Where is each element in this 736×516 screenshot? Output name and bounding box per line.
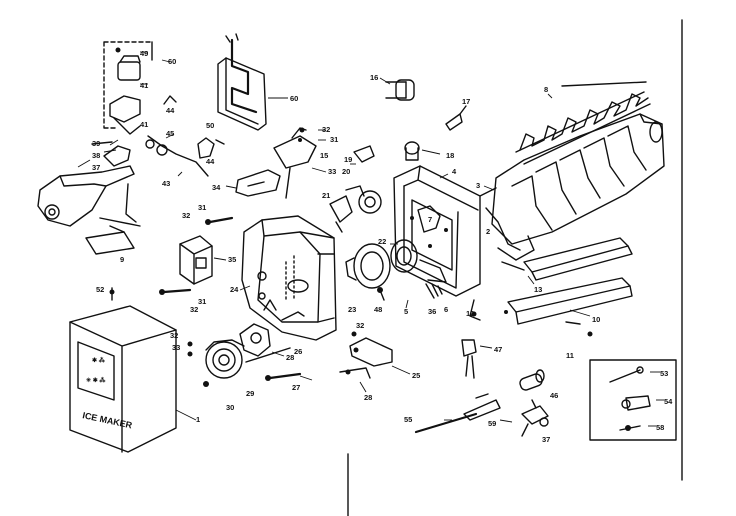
part-label-42: 41: [140, 120, 148, 129]
part-label-24: 24: [230, 285, 239, 294]
part-label-31b: 31: [198, 203, 206, 212]
part-label-38: 38: [92, 151, 100, 160]
part-labels: 49 60 41 44 41 45 39 38 37 43 50 44 9 60…: [92, 49, 673, 444]
part-label-33: 33: [328, 167, 336, 176]
part-label-36: 36: [428, 307, 436, 316]
ice-maker-cover: ✱ ⁂ ✳ ✱ ⁂ ICE MAKER: [69, 305, 197, 453]
part-label-16: 16: [370, 73, 378, 82]
ice-maker-label: ICE MAKER: [82, 410, 134, 430]
fill-tube-group: [353, 77, 467, 163]
motor-housing: [239, 215, 337, 341]
part-label-18: 18: [446, 151, 454, 160]
part-label-54: 54: [664, 397, 673, 406]
part-label-5: 5: [404, 307, 408, 316]
part-label-37b: 37: [542, 435, 550, 444]
switch-bracket-group: [103, 41, 171, 135]
mold-support: [393, 165, 481, 309]
part-label-58: 58: [656, 423, 664, 432]
part-label-15: 15: [320, 151, 328, 160]
switch-block: [179, 235, 227, 285]
part-label-52: 52: [96, 285, 104, 294]
part-label-44: 44: [166, 106, 175, 115]
part-label-60: 60: [168, 57, 176, 66]
part-label-47: 47: [494, 345, 502, 354]
part-label-33b: 33: [172, 343, 180, 352]
part-label-21: 21: [322, 191, 330, 200]
spacer-and-gears: [329, 163, 418, 301]
thermostat-group: [225, 127, 327, 199]
part-label-12: 12: [466, 309, 474, 318]
part-label-48: 48: [374, 305, 382, 314]
gear-cam-assembly: [187, 299, 313, 387]
part-label-30: 30: [226, 403, 234, 412]
part-label-25: 25: [412, 371, 420, 380]
fill-cup-housing: [37, 139, 141, 255]
part-label-26: 26: [294, 347, 302, 356]
inset-box: [589, 359, 677, 441]
part-label-46: 46: [550, 391, 558, 400]
part-label-11: 11: [566, 351, 574, 360]
shutoff-bracket: [339, 331, 411, 393]
part-label-39: 39: [92, 139, 100, 148]
part-label-2: 2: [486, 227, 490, 236]
part-label-7: 7: [428, 215, 432, 224]
part-label-37: 37: [92, 163, 100, 172]
part-label-20: 20: [342, 167, 350, 176]
part-label-32d: 32: [170, 331, 178, 340]
heater-bar: [469, 237, 633, 337]
part-label-32b: 32: [182, 211, 190, 220]
wiring-plate: [217, 33, 288, 131]
part-label-41: 41: [140, 81, 148, 90]
part-label-34: 34: [212, 183, 221, 192]
screws-left: [109, 216, 234, 301]
part-label-45: 45: [166, 129, 174, 138]
part-label-55: 55: [404, 415, 412, 424]
part-label-31c: 31: [198, 297, 206, 306]
part-label-8: 8: [544, 85, 548, 94]
cover-symbol-bottom: ✳ ✱ ⁂: [86, 377, 105, 384]
lower-right-parts: [414, 339, 549, 437]
part-label-60b: 60: [290, 94, 298, 103]
frame-lines: [347, 19, 683, 516]
wire-harness: [145, 95, 225, 177]
part-label-28b: 28: [364, 393, 372, 402]
part-label-35: 35: [228, 255, 236, 264]
part-label-22: 22: [378, 237, 386, 246]
part-label-17: 17: [462, 97, 470, 106]
part-label-53: 53: [660, 369, 668, 378]
part-label-50: 50: [206, 121, 214, 130]
part-label-4: 4: [452, 167, 457, 176]
part-label-31: 31: [330, 135, 338, 144]
part-label-43: 43: [162, 179, 170, 188]
part-label-28: 28: [286, 353, 294, 362]
part-label-32e: 32: [356, 321, 364, 330]
part-label-1: 1: [196, 415, 200, 424]
part-label-10: 10: [592, 315, 600, 324]
part-label-6: 6: [444, 305, 448, 314]
part-label-49: 49: [140, 49, 148, 58]
part-label-13: 13: [534, 285, 542, 294]
part-label-32: 32: [322, 125, 330, 134]
part-label-44b: 44: [206, 157, 215, 166]
part-label-19: 19: [344, 155, 352, 164]
part-label-59: 59: [488, 419, 496, 428]
part-label-32c: 32: [190, 305, 198, 314]
part-label-23: 23: [348, 305, 356, 314]
part-label-27: 27: [292, 383, 300, 392]
ejector-and-mold: [479, 81, 665, 271]
cover-symbol-top: ✱ ⁂: [92, 357, 105, 364]
part-label-29: 29: [246, 389, 254, 398]
part-label-3: 3: [476, 181, 480, 190]
part-label-9: 9: [120, 255, 124, 264]
